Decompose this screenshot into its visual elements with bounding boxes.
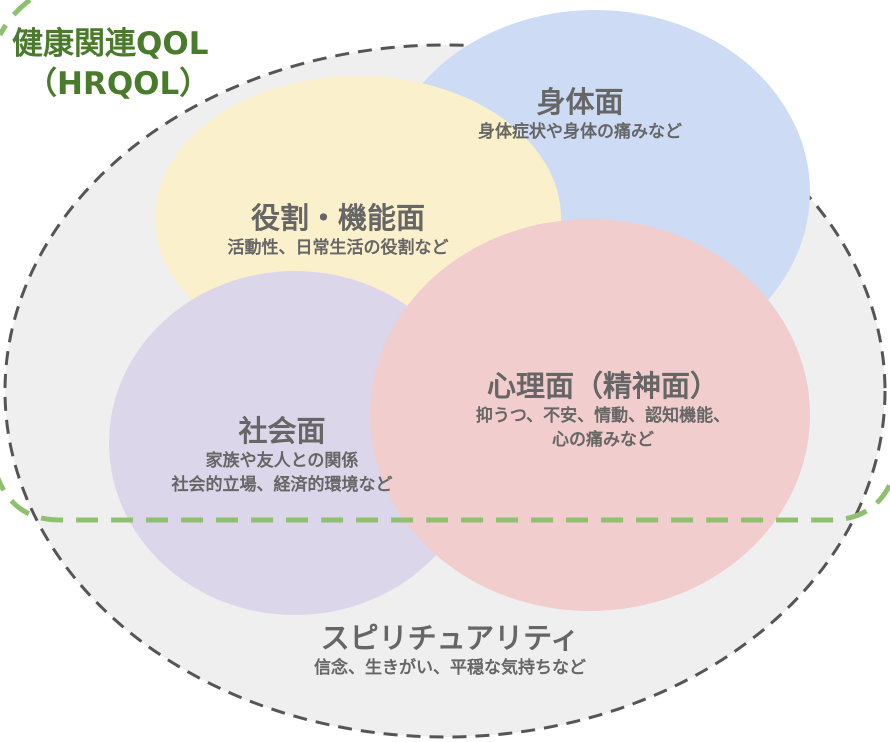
- role-label: 役割・機能面 活動性、日常生活の役割など: [228, 200, 449, 260]
- hrqol-boundary-top: [0, 0, 32, 37]
- physical-heading: 身体面: [536, 85, 624, 119]
- mental-desc1: 抑うつ、不安、情動、認知機能、: [475, 406, 731, 426]
- mental-desc2: 心の痛みなど: [551, 430, 654, 450]
- social-label: 社会面 家族や友人との関係 社会的立場、経済的環境など: [172, 413, 393, 497]
- hrqol-title: 健康関連QOL （HRQOL）: [12, 24, 210, 104]
- spiritual-label: スピリチュアリティ 信念、生きがい、平穏な気持ちなど: [314, 620, 586, 680]
- hrqol-boundary: [0, 476, 890, 523]
- title-line1: 健康関連QOL: [12, 26, 209, 62]
- social-heading: 社会面: [238, 414, 326, 448]
- mental-label: 心理面（精神面） 抑うつ、不安、情動、認知機能、 心の痛みなど: [476, 368, 730, 452]
- title-line2: （HRQOL）: [26, 66, 211, 102]
- mental-circle: [370, 219, 810, 611]
- mental-heading: 心理面（精神面）: [486, 369, 720, 403]
- role-desc: 活動性、日常生活の役割など: [227, 238, 449, 258]
- spiritual-heading: スピリチュアリティ: [320, 621, 580, 655]
- social-desc2: 社会的立場、経済的環境など: [171, 475, 393, 495]
- physical-desc: 身体症状や身体の痛みなど: [478, 122, 682, 142]
- role-heading: 役割・機能面: [250, 201, 425, 235]
- physical-label: 身体面 身体症状や身体の痛みなど: [478, 84, 682, 144]
- social-desc1: 家族や友人との関係: [205, 451, 359, 471]
- spiritual-desc: 信念、生きがい、平穏な気持ちなど: [314, 658, 586, 678]
